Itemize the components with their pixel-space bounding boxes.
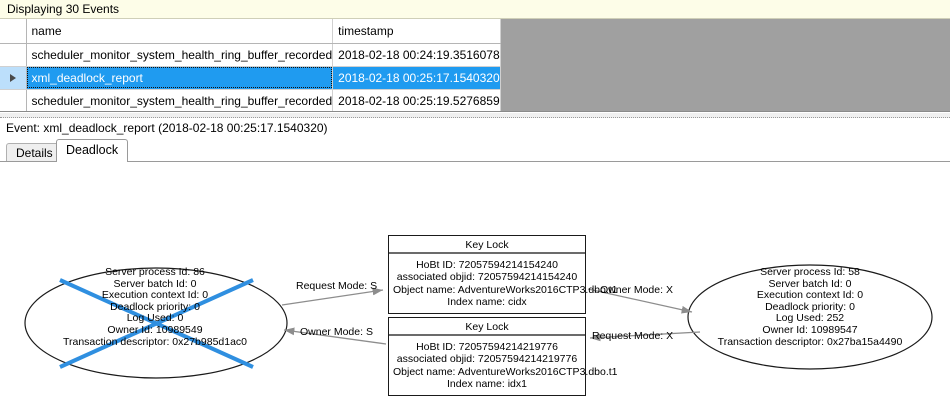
cell-timestamp[interactable]: 2018-02-18 00:25:17.1540320 [332, 66, 501, 90]
row-selector[interactable] [0, 89, 27, 111]
cell-name[interactable]: scheduler_monitor_system_health_ring_buf… [26, 43, 334, 67]
key-lock-top-line-1: HoBt ID: 72057594214154240 [416, 259, 558, 271]
table-row[interactable]: scheduler_monitor_system_health_ring_buf… [0, 89, 501, 111]
tab-strip: Details Deadlock [0, 139, 950, 162]
horizontal-splitter[interactable] [0, 112, 950, 118]
grid-header-row: name timestamp [0, 19, 501, 44]
key-lock-top-body: HoBt ID: 72057594214154240 associated ob… [389, 254, 618, 313]
event-caption: Event: xml_deadlock_report (2018-02-18 0… [0, 119, 950, 138]
table-row[interactable]: xml_deadlock_report 2018-02-18 00:25:17.… [0, 66, 501, 90]
key-lock-top-line-3: Object name: AdventureWorks2016CTP3.dbo.… [393, 283, 618, 296]
events-banner: Displaying 30 Events [0, 0, 950, 19]
key-lock-bottom-title: Key Lock [389, 318, 585, 336]
grid-header-name[interactable]: name [26, 19, 334, 44]
deadlock-graph-svg [24, 264, 933, 379]
events-grid[interactable]: name timestamp scheduler_monitor_system_… [0, 19, 950, 112]
key-lock-bottom-line-1: HoBt ID: 72057594214219776 [416, 341, 558, 353]
key-lock-top-line-4: Index name: cidx [447, 295, 527, 308]
key-lock-bottom-body: HoBt ID: 72057594214219776 associated ob… [389, 336, 618, 395]
grid-header-selector [0, 19, 27, 44]
victim-cross-icon [59, 278, 254, 369]
cell-name[interactable]: scheduler_monitor_system_health_ring_buf… [26, 89, 334, 111]
edge-request-s-line [281, 287, 384, 306]
key-lock-bottom-line-3: Object name: AdventureWorks2016CTP3.dbo.… [393, 365, 618, 378]
cell-timestamp[interactable]: 2018-02-18 00:24:19.3516078 [332, 43, 501, 67]
deadlock-graph-pane[interactable]: Server process Id: 86 Server batch Id: 0… [0, 161, 950, 400]
key-lock-bottom-line-2: associated objid: 72057594214219776 [396, 353, 578, 366]
tab-deadlock[interactable]: Deadlock [56, 139, 129, 162]
table-row[interactable]: scheduler_monitor_system_health_ring_buf… [0, 43, 501, 67]
row-pointer-icon [9, 74, 16, 83]
key-lock-bottom[interactable]: Key Lock HoBt ID: 72057594214219776 asso… [388, 317, 618, 397]
key-lock-bottom-line-4: Index name: idx1 [447, 377, 527, 390]
grid-header-timestamp[interactable]: timestamp [332, 19, 501, 44]
edge-owner-s-line [283, 327, 387, 345]
edge-owner-x-line [587, 288, 693, 314]
row-selector[interactable] [0, 43, 27, 67]
cell-timestamp[interactable]: 2018-02-18 00:25:19.5276859 [332, 89, 501, 111]
row-selector[interactable] [0, 66, 27, 90]
tab-details[interactable]: Details [6, 143, 63, 162]
key-lock-top-title: Key Lock [389, 236, 585, 254]
key-lock-top-line-2: associated objid: 72057594214154240 [396, 271, 578, 284]
edge-request-x-line [589, 331, 701, 342]
key-lock-top[interactable]: Key Lock HoBt ID: 72057594214154240 asso… [388, 235, 618, 315]
cell-name[interactable]: xml_deadlock_report [26, 66, 334, 90]
process-node-right [687, 264, 933, 370]
